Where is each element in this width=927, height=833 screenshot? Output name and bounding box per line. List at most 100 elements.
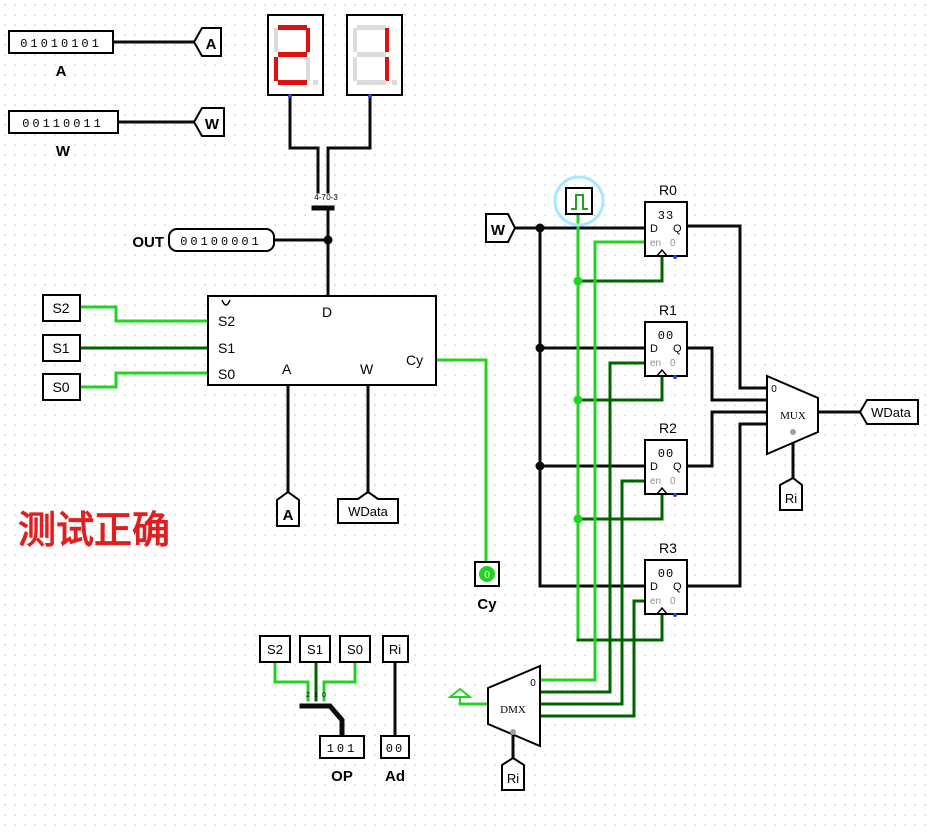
splitter-label-high: 4-7 [314, 193, 326, 202]
power-icon [447, 687, 473, 704]
wire-s2 [78, 305, 210, 323]
op-probe: 101 [319, 735, 365, 759]
ctl-input-s0-label: S0 [347, 642, 363, 657]
register-pin-en: en [650, 358, 661, 369]
out-pin: 00100001 [168, 228, 275, 252]
ctl-input-s0[interactable]: S0 [339, 635, 371, 663]
segment-c [385, 57, 389, 81]
tunnel-wdata-out: WData [858, 399, 919, 425]
segment-e [274, 57, 278, 81]
alu-port-s1: S1 [218, 340, 235, 356]
input-s2[interactable]: S2 [42, 294, 81, 322]
segment-e [353, 57, 357, 81]
alu-port-a: A [282, 361, 292, 377]
segment-c [306, 57, 310, 81]
register-pin-en: en [650, 596, 661, 607]
pin-w[interactable]: 00110011 [8, 110, 119, 134]
ctl-input-ri[interactable]: Ri [382, 635, 409, 663]
input-s0-label: S0 [52, 379, 69, 395]
clock-input[interactable] [565, 187, 593, 215]
register-body [644, 201, 688, 257]
segment-g [357, 52, 386, 57]
tunnel-dmx-ri: Ri [501, 756, 525, 791]
input-s1-label: S1 [52, 340, 69, 356]
register-pin-d: D [650, 343, 658, 355]
register-pin-d: D [650, 581, 658, 593]
seven-seg-right [353, 25, 397, 85]
wire-clk-r2 [576, 494, 664, 521]
pin-a[interactable]: 01010101 [8, 30, 114, 54]
dmx-port-zero: 0 [530, 678, 536, 689]
register-body [644, 439, 688, 495]
input-s1[interactable]: S1 [42, 334, 81, 362]
alu-port-cy: Cy [406, 352, 423, 368]
pin-a-value: 01010101 [20, 37, 102, 51]
clock-triangle-icon [656, 606, 668, 615]
register-pin-q: Q [673, 223, 682, 235]
input-s2-label: S2 [52, 300, 69, 316]
wire-ctl-s0 [322, 660, 357, 702]
segment-b [385, 28, 389, 52]
tunnel-alu-wdata: WData [337, 490, 399, 524]
ctl-input-s1-label: S1 [307, 642, 323, 657]
segment-f [274, 28, 278, 52]
input-s0[interactable]: S0 [42, 373, 81, 401]
register-pin-en: en [650, 238, 661, 249]
register-pin-d: D [650, 223, 658, 235]
tunnel-w: W [192, 107, 225, 137]
mux: MUX 0 [766, 374, 819, 456]
wire-en-r1 [538, 361, 647, 694]
pin-w-label: W [56, 143, 71, 160]
register-port-dot [673, 613, 677, 617]
pin-w-value: 00110011 [22, 117, 104, 131]
alu-port-d: D [322, 304, 332, 320]
tunnel-alu-wdata-label: WData [348, 504, 389, 519]
wire-clk-r0 [576, 256, 664, 283]
tunnel-alu-a: A [276, 490, 300, 527]
register-pin-q: Q [673, 461, 682, 473]
ctl-input-s1[interactable]: S1 [299, 635, 331, 663]
wire-s0 [78, 371, 210, 389]
register-pin-zero: 0 [670, 476, 676, 487]
junction-w-2 [535, 461, 545, 471]
alu-port-s2: S2 [218, 313, 235, 329]
status-text: 测试正确 [18, 510, 170, 552]
junction-w-1 [535, 343, 545, 353]
splitter-label-low: 0-3 [326, 193, 338, 202]
tunnel-w-input: W [485, 213, 517, 243]
ctl-input-ri-label: Ri [389, 642, 401, 657]
alu-port-w: W [360, 361, 374, 377]
register-pin-zero: 0 [670, 238, 676, 249]
register-port-dot [673, 255, 677, 259]
junction-clk-2 [573, 514, 583, 524]
clock-highlight [553, 175, 605, 227]
ad-label: Ad [385, 768, 405, 785]
mux-port-zero: 0 [771, 384, 777, 395]
wire-r2-mux [685, 410, 772, 468]
alu-block[interactable]: S2 S1 S0 D A W Cy [207, 295, 437, 386]
segment-a [357, 25, 386, 30]
register-pin-zero: 0 [670, 596, 676, 607]
wire-en-r2 [538, 479, 647, 706]
junction-out [323, 235, 333, 245]
ctl-input-s2[interactable]: S2 [259, 635, 291, 663]
register-name: R2 [659, 420, 677, 436]
register-value: 00 [658, 329, 674, 343]
register-value: 33 [658, 209, 674, 223]
register-value: 00 [658, 447, 674, 461]
ctl-split-label-2: 2 [306, 692, 310, 699]
tunnel-mux-ri: Ri [779, 476, 803, 511]
tunnel-mux-ri-label: Ri [785, 491, 797, 506]
wire-r3-mux [685, 422, 772, 588]
segment-f [353, 28, 357, 52]
clock-triangle-icon [656, 248, 668, 257]
tunnel-alu-a-label: A [283, 507, 294, 524]
register-body [644, 321, 688, 377]
tunnel-w-label: W [205, 116, 220, 133]
junction-clk-1 [573, 395, 583, 405]
